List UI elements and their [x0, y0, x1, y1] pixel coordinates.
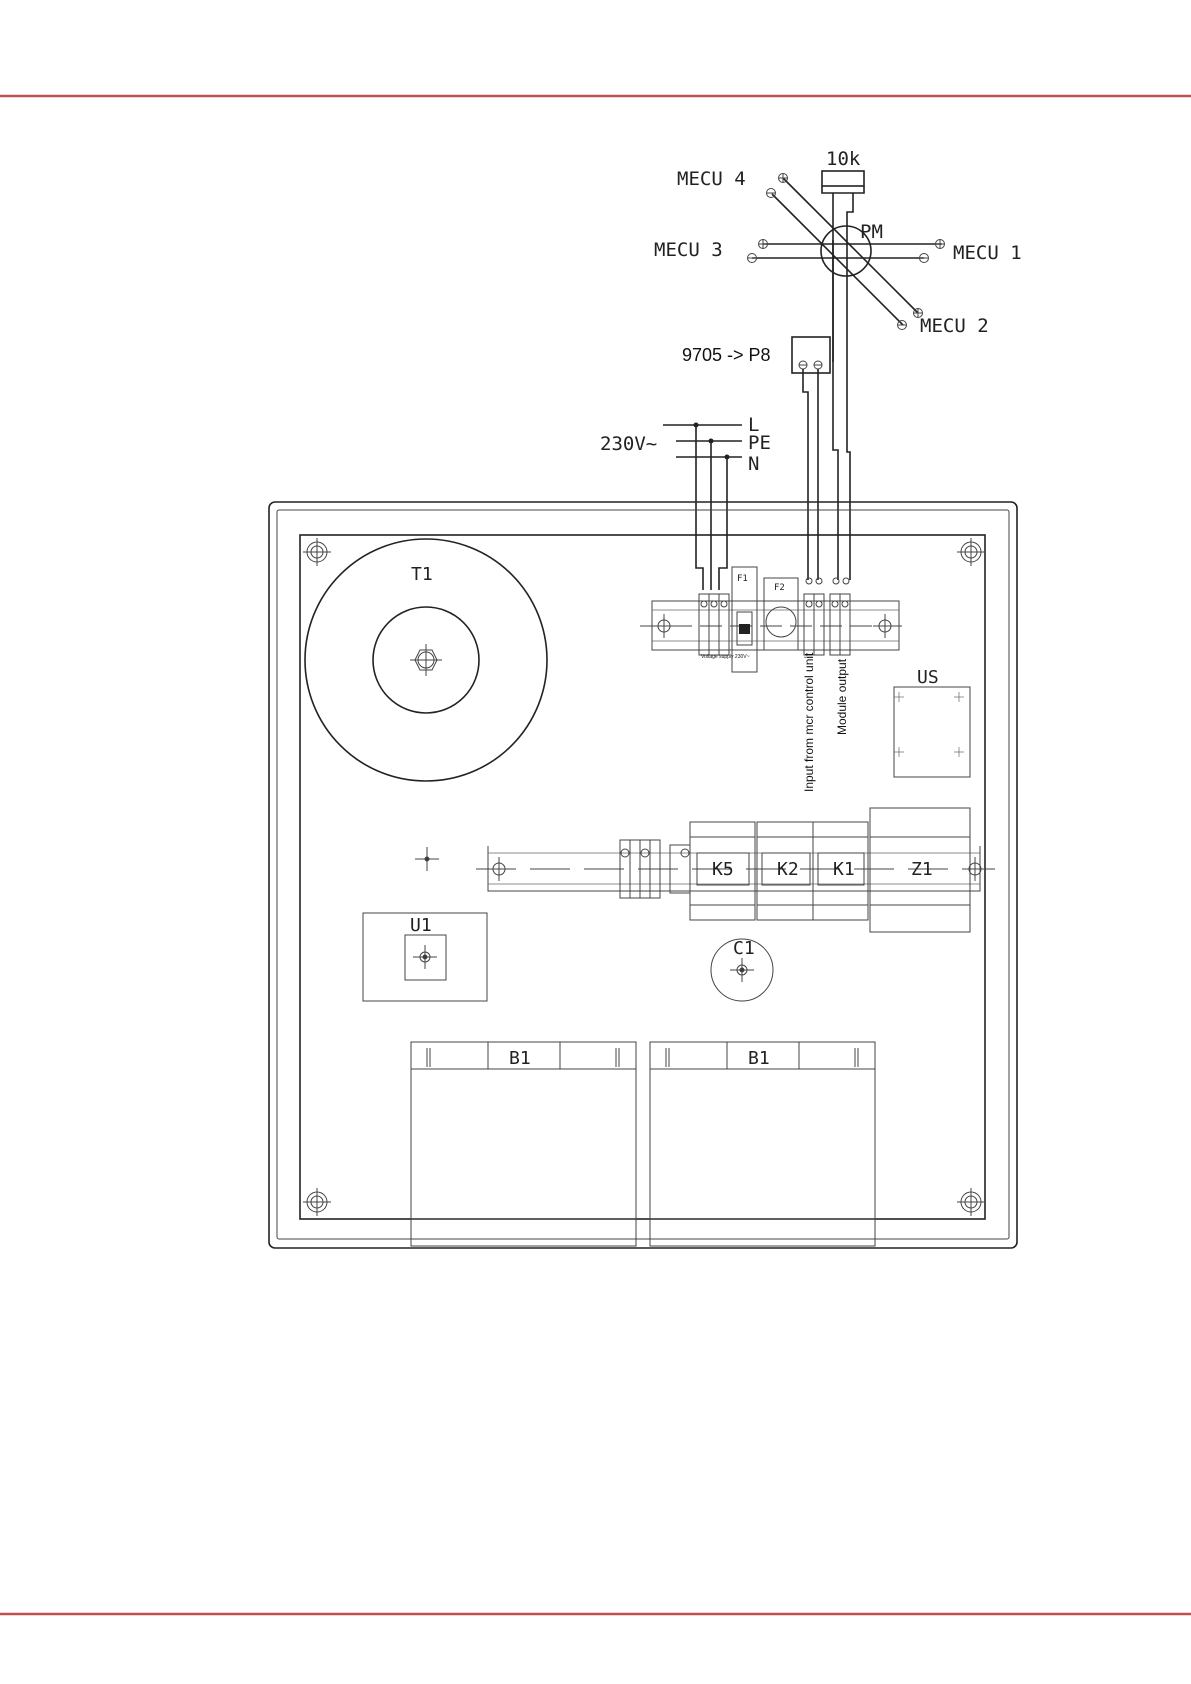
mains-label: 230V~ — [600, 433, 657, 455]
p8-connector — [792, 337, 830, 373]
us-label: US — [917, 667, 939, 688]
pm-label: PM — [860, 221, 883, 243]
f1-label: F1 — [737, 574, 748, 584]
b1-left-label: B1 — [509, 1048, 531, 1069]
k1-label: K1 — [833, 859, 855, 880]
battery-b1-right — [650, 1042, 875, 1246]
mecu2-label: MECU 2 — [920, 315, 989, 337]
signal-label: 9705 -> P8 — [682, 345, 771, 365]
c1-label: C1 — [733, 938, 755, 959]
resistor-10k — [822, 171, 864, 186]
mecu1-label: MECU 1 — [953, 242, 1022, 264]
mounting-screws — [303, 538, 985, 1216]
resistor-label: 10k — [826, 148, 861, 170]
din-rail-top: Voltage supply 230V~ F1 F2 Input from mc… — [640, 567, 905, 792]
mecu3-label: MECU 3 — [654, 239, 723, 261]
z1-label: Z1 — [911, 859, 933, 880]
t1-label: T1 — [411, 564, 433, 585]
capacitor-c1: C1 — [711, 938, 773, 1001]
k2-label: K2 — [777, 859, 799, 880]
u1-label: U1 — [410, 915, 432, 936]
component-u1: U1 — [363, 913, 487, 1001]
battery-b1-left — [411, 1042, 636, 1246]
module-output-label: Module output — [835, 658, 849, 735]
module-us: US — [894, 667, 970, 777]
input-label: Input from mcr control unit — [802, 652, 816, 792]
transformer-t1: T1 — [305, 539, 547, 781]
mecu4-label: MECU 4 — [677, 168, 746, 190]
enclosure — [269, 502, 1017, 1248]
k5-label: K5 — [712, 859, 734, 880]
n-label: N — [748, 453, 759, 475]
f2-label: F2 — [774, 583, 785, 593]
din-rail-bottom: K5 K2 K1 Z1 — [415, 808, 995, 932]
tiny-terminal-label: Voltage supply 230V~ — [701, 654, 750, 660]
pe-label: PE — [748, 432, 771, 454]
b1-right-label: B1 — [748, 1048, 770, 1069]
